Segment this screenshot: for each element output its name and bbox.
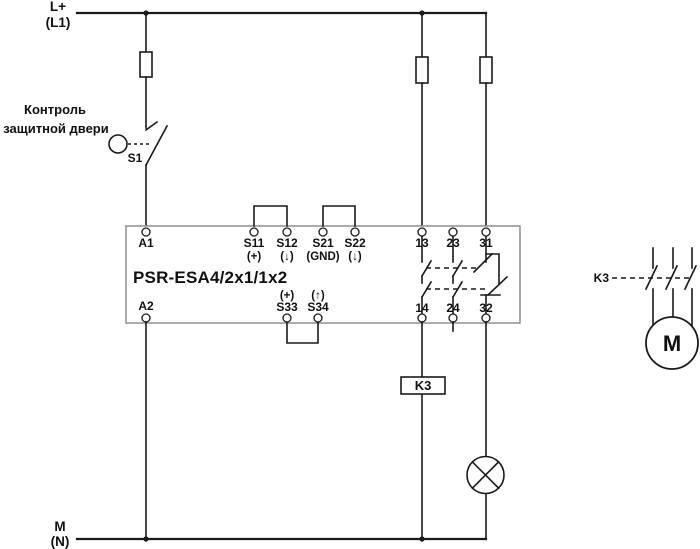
supply-top-label-1: L+ <box>50 0 66 14</box>
terminal-s12: S12 <box>276 236 298 250</box>
terminal-a1: A1 <box>138 236 154 250</box>
relay-terminal-circles-bottom <box>141 313 491 323</box>
terminal-s34-sub: (↑) <box>311 290 325 302</box>
terminal-s33: S33 <box>276 300 298 314</box>
relay-terminal-circles-top <box>141 227 491 237</box>
terminal-s34: S34 <box>307 300 329 314</box>
terminal-14: 14 <box>415 301 429 315</box>
terminal-s21: S21 <box>312 236 334 250</box>
terminal-s33-sub: (+) <box>280 290 295 302</box>
terminal-s12-sub: (↓) <box>280 251 294 263</box>
indicator-lamp-icon <box>466 455 505 495</box>
jumper-s21-s22 <box>322 205 356 227</box>
relay-name: PSR-ESA4/2x1/1x2 <box>133 268 287 287</box>
terminal-13: 13 <box>415 236 429 250</box>
terminal-24: 24 <box>446 301 460 315</box>
fuse-right-icon <box>479 56 493 84</box>
switch-fixed-contact <box>144 120 159 132</box>
terminal-s11-sub: (+) <box>247 251 262 263</box>
door-monitor-label-1: Контроль <box>24 102 86 117</box>
jumper-s11-s12 <box>253 205 288 227</box>
junction-dot <box>419 10 425 16</box>
terminal-23: 23 <box>446 236 460 250</box>
terminal-31: 31 <box>479 236 493 250</box>
terminal-s11: S11 <box>244 236 265 250</box>
terminal-32: 32 <box>479 301 493 315</box>
door-monitor-label-2: защитной двери <box>3 121 108 136</box>
fuse-middle-icon <box>415 56 429 84</box>
motor-icon <box>645 316 699 370</box>
nc-contact-31-32 <box>472 235 509 315</box>
motor-label: M <box>663 331 681 356</box>
supply-bottom-label-1: M <box>54 519 65 534</box>
terminal-s21-sub: (GND) <box>306 251 339 263</box>
junction-dot <box>143 10 149 16</box>
fuse-left-icon <box>139 51 153 78</box>
k3-coil <box>400 376 446 395</box>
switch-blade <box>144 124 169 167</box>
contactor-k3-label: K3 <box>594 271 610 285</box>
terminal-s22-sub: (↓) <box>348 251 362 263</box>
supply-bottom-label-2: (N) <box>51 534 70 549</box>
terminal-s22: S22 <box>344 236 366 250</box>
terminal-a2: A2 <box>138 299 154 313</box>
k3-coil-label: K3 <box>415 378 432 393</box>
switch-s1-label: S1 <box>128 151 143 165</box>
jumper-s33-s34 <box>286 322 319 344</box>
contactor-k3-contacts <box>644 247 698 327</box>
door-actuator-icon <box>108 134 128 154</box>
supply-top-label-2: (L1) <box>46 15 71 30</box>
